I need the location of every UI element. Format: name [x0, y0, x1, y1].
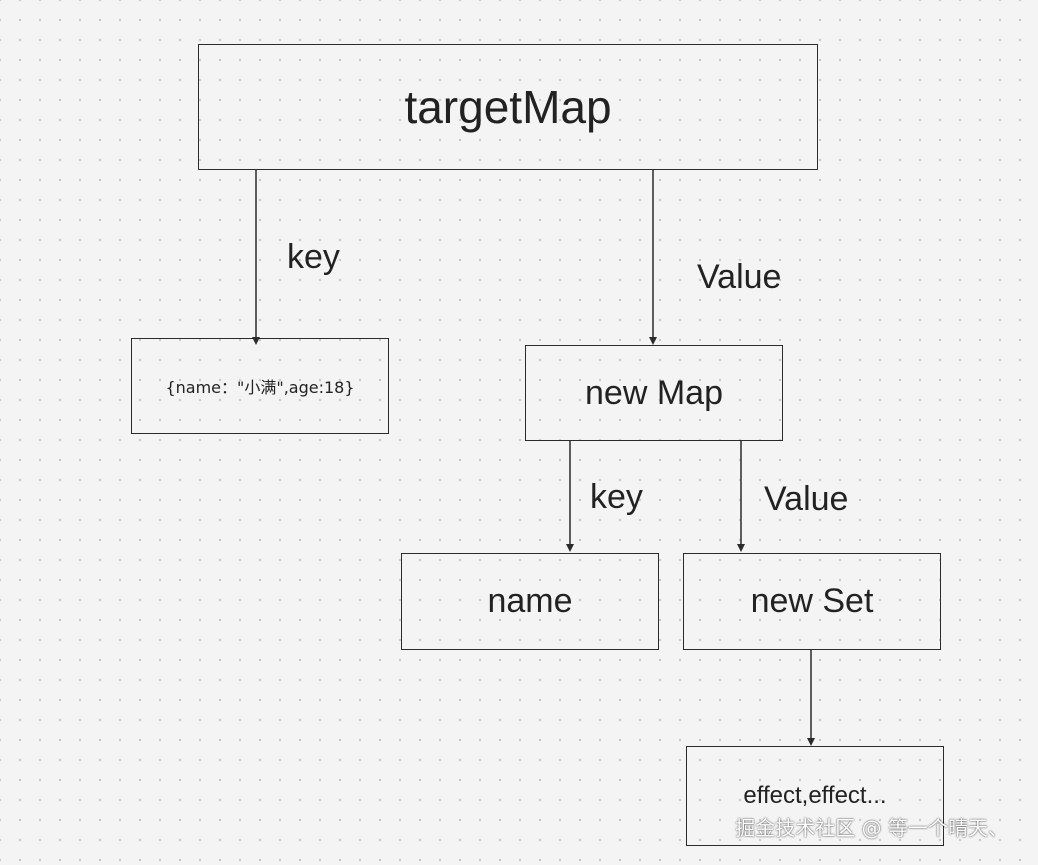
- name-label: name: [487, 582, 573, 620]
- edge-label-target-key: key: [287, 238, 340, 276]
- new-map-label: new Map: [585, 373, 723, 412]
- new-set-node: new Set: [683, 553, 941, 650]
- new-map-node: new Map: [525, 345, 783, 441]
- effects-label: effect,effect...: [743, 782, 887, 809]
- site-watermark: 掘金技术社区 @ 等一个晴天、: [735, 816, 1008, 840]
- edge-label-map-key: key: [590, 478, 643, 516]
- target-map-node: targetMap: [198, 44, 818, 170]
- edge-label-target-value: Value: [697, 258, 782, 296]
- edge-label-map-value: Value: [764, 480, 849, 518]
- target-map-label: targetMap: [404, 81, 612, 133]
- new-set-label: new Set: [750, 582, 874, 620]
- effects-node: effect,effect...: [686, 746, 944, 846]
- name-node: name: [401, 553, 659, 650]
- raw-object-label: {name："小满",age:18}: [165, 378, 355, 397]
- raw-object-node: {name："小满",age:18}: [131, 338, 389, 434]
